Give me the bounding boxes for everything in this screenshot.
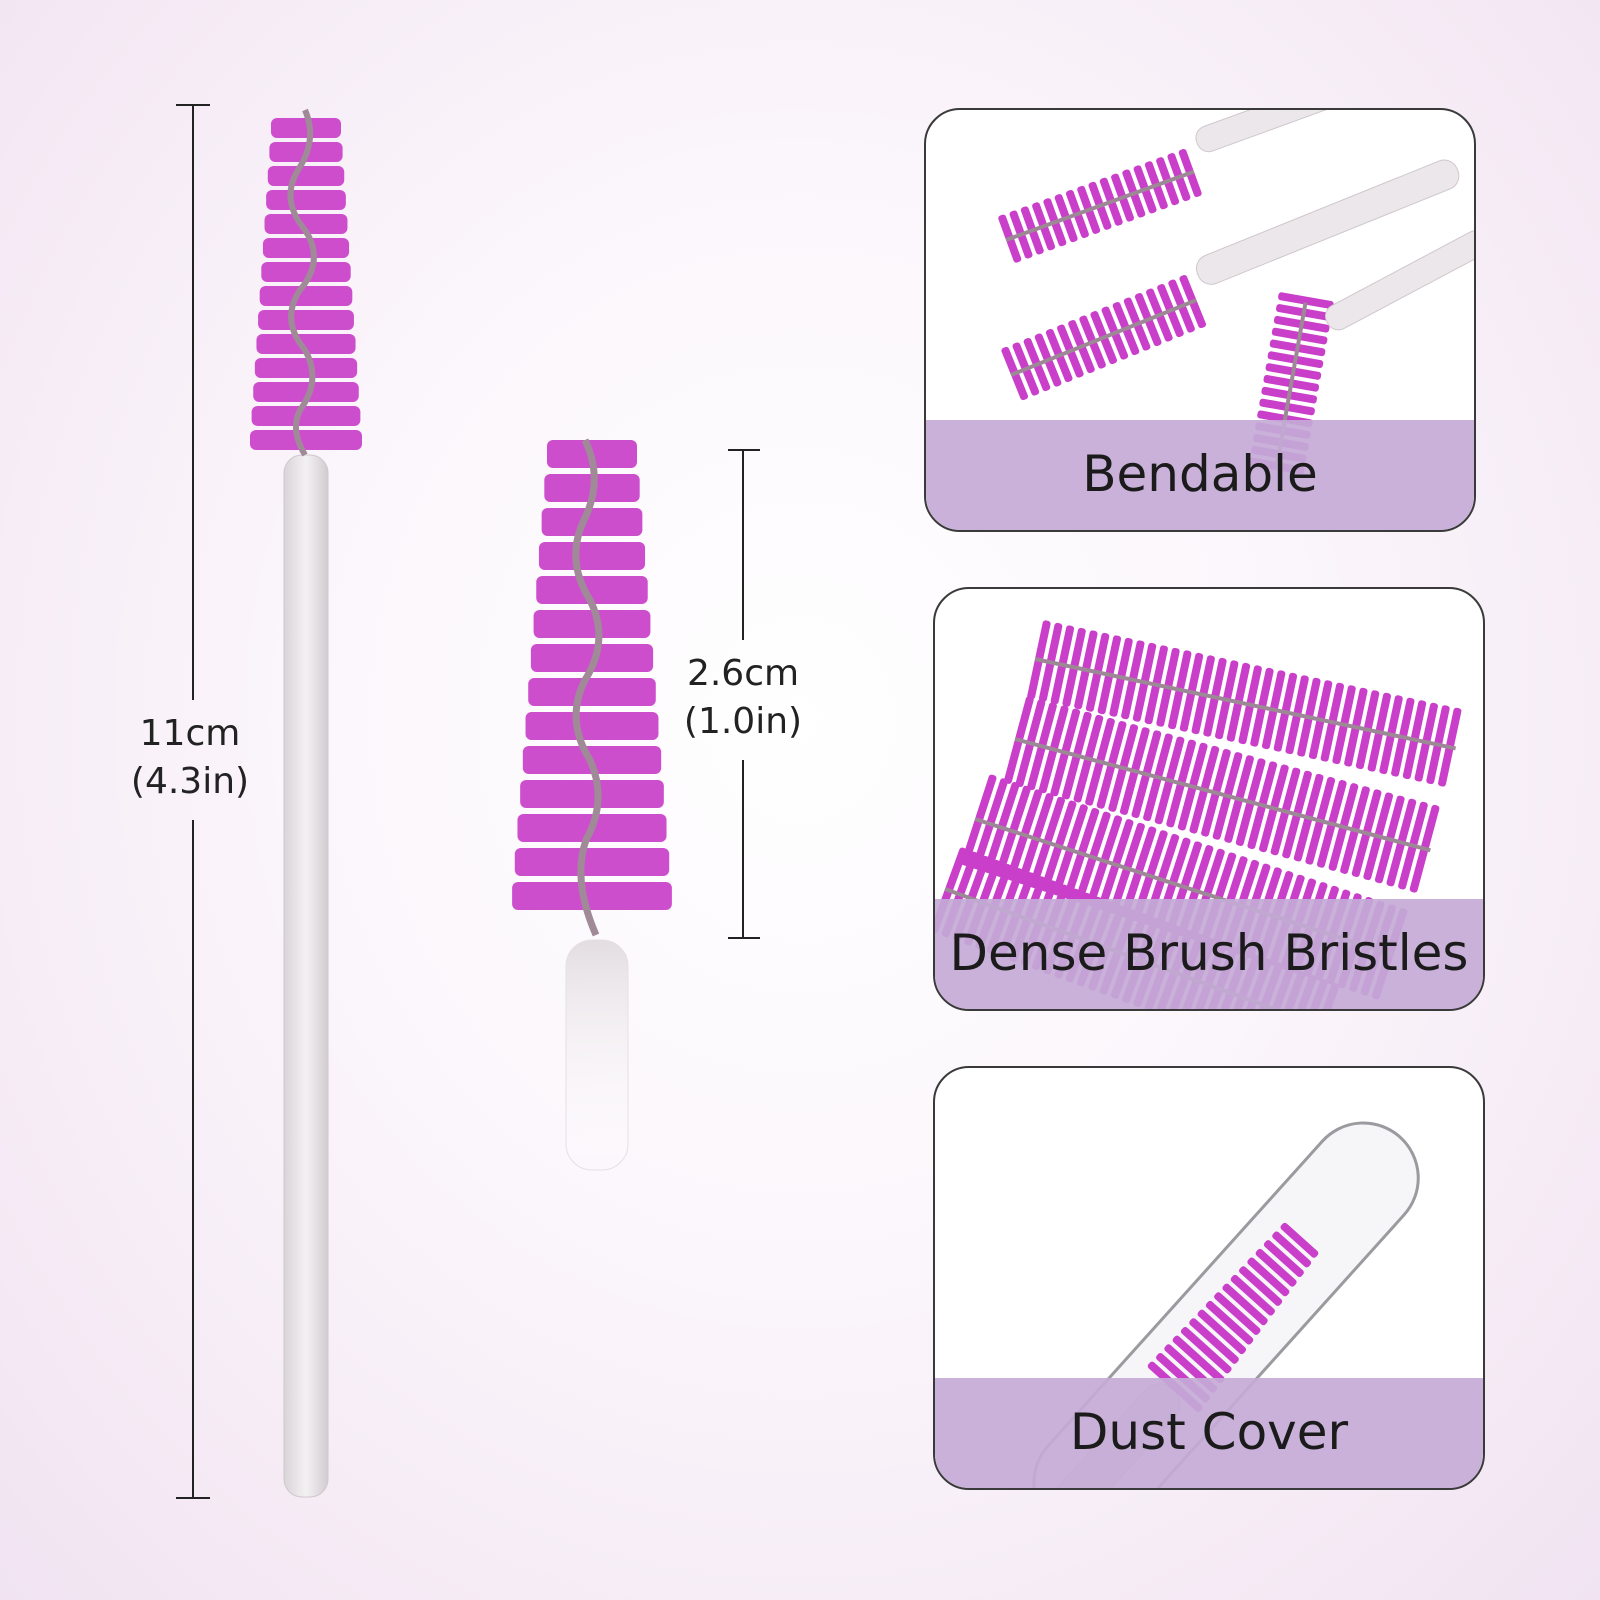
bendable-brushes-photo xyxy=(998,110,1474,475)
full-length-label: 11cm (4.3in) xyxy=(110,710,270,806)
dense-bristles-label: Dense Brush Bristles xyxy=(949,924,1469,982)
full-length-dimension-line xyxy=(176,104,210,1499)
brush-head-length-label: 2.6cm (1.0in) xyxy=(668,650,818,746)
full-wand-twisted-wire xyxy=(287,108,317,457)
bendable-label: Bendable xyxy=(1082,445,1318,503)
brush-head-metric: 2.6cm xyxy=(686,653,800,694)
feature-panel-bendable: Bendable xyxy=(924,108,1476,532)
full-length-metric: 11cm xyxy=(139,713,241,754)
bendable-label-band xyxy=(926,420,1474,530)
closeup-wand-twisted-wire xyxy=(572,438,603,937)
dense-bristles-label-band xyxy=(935,899,1483,1009)
brush-head-imperial: (1.0in) xyxy=(683,701,803,742)
closeup-wand-bristles xyxy=(512,440,672,910)
dense-bristles-photo xyxy=(935,620,1462,1009)
dust-cover-label-band xyxy=(935,1378,1483,1488)
feature-panel-dense-bristles: Dense Brush Bristles xyxy=(933,587,1485,1011)
full-length-imperial: (4.3in) xyxy=(130,761,250,802)
full-wand-bristles xyxy=(250,118,362,450)
full-wand-handle xyxy=(283,454,329,1498)
feature-panel-dust-cover: Dust Cover xyxy=(933,1066,1485,1490)
closeup-wand-handle xyxy=(565,939,629,1171)
brush-head-dimension-line xyxy=(728,449,760,939)
dust-cover-label: Dust Cover xyxy=(1069,1403,1349,1461)
